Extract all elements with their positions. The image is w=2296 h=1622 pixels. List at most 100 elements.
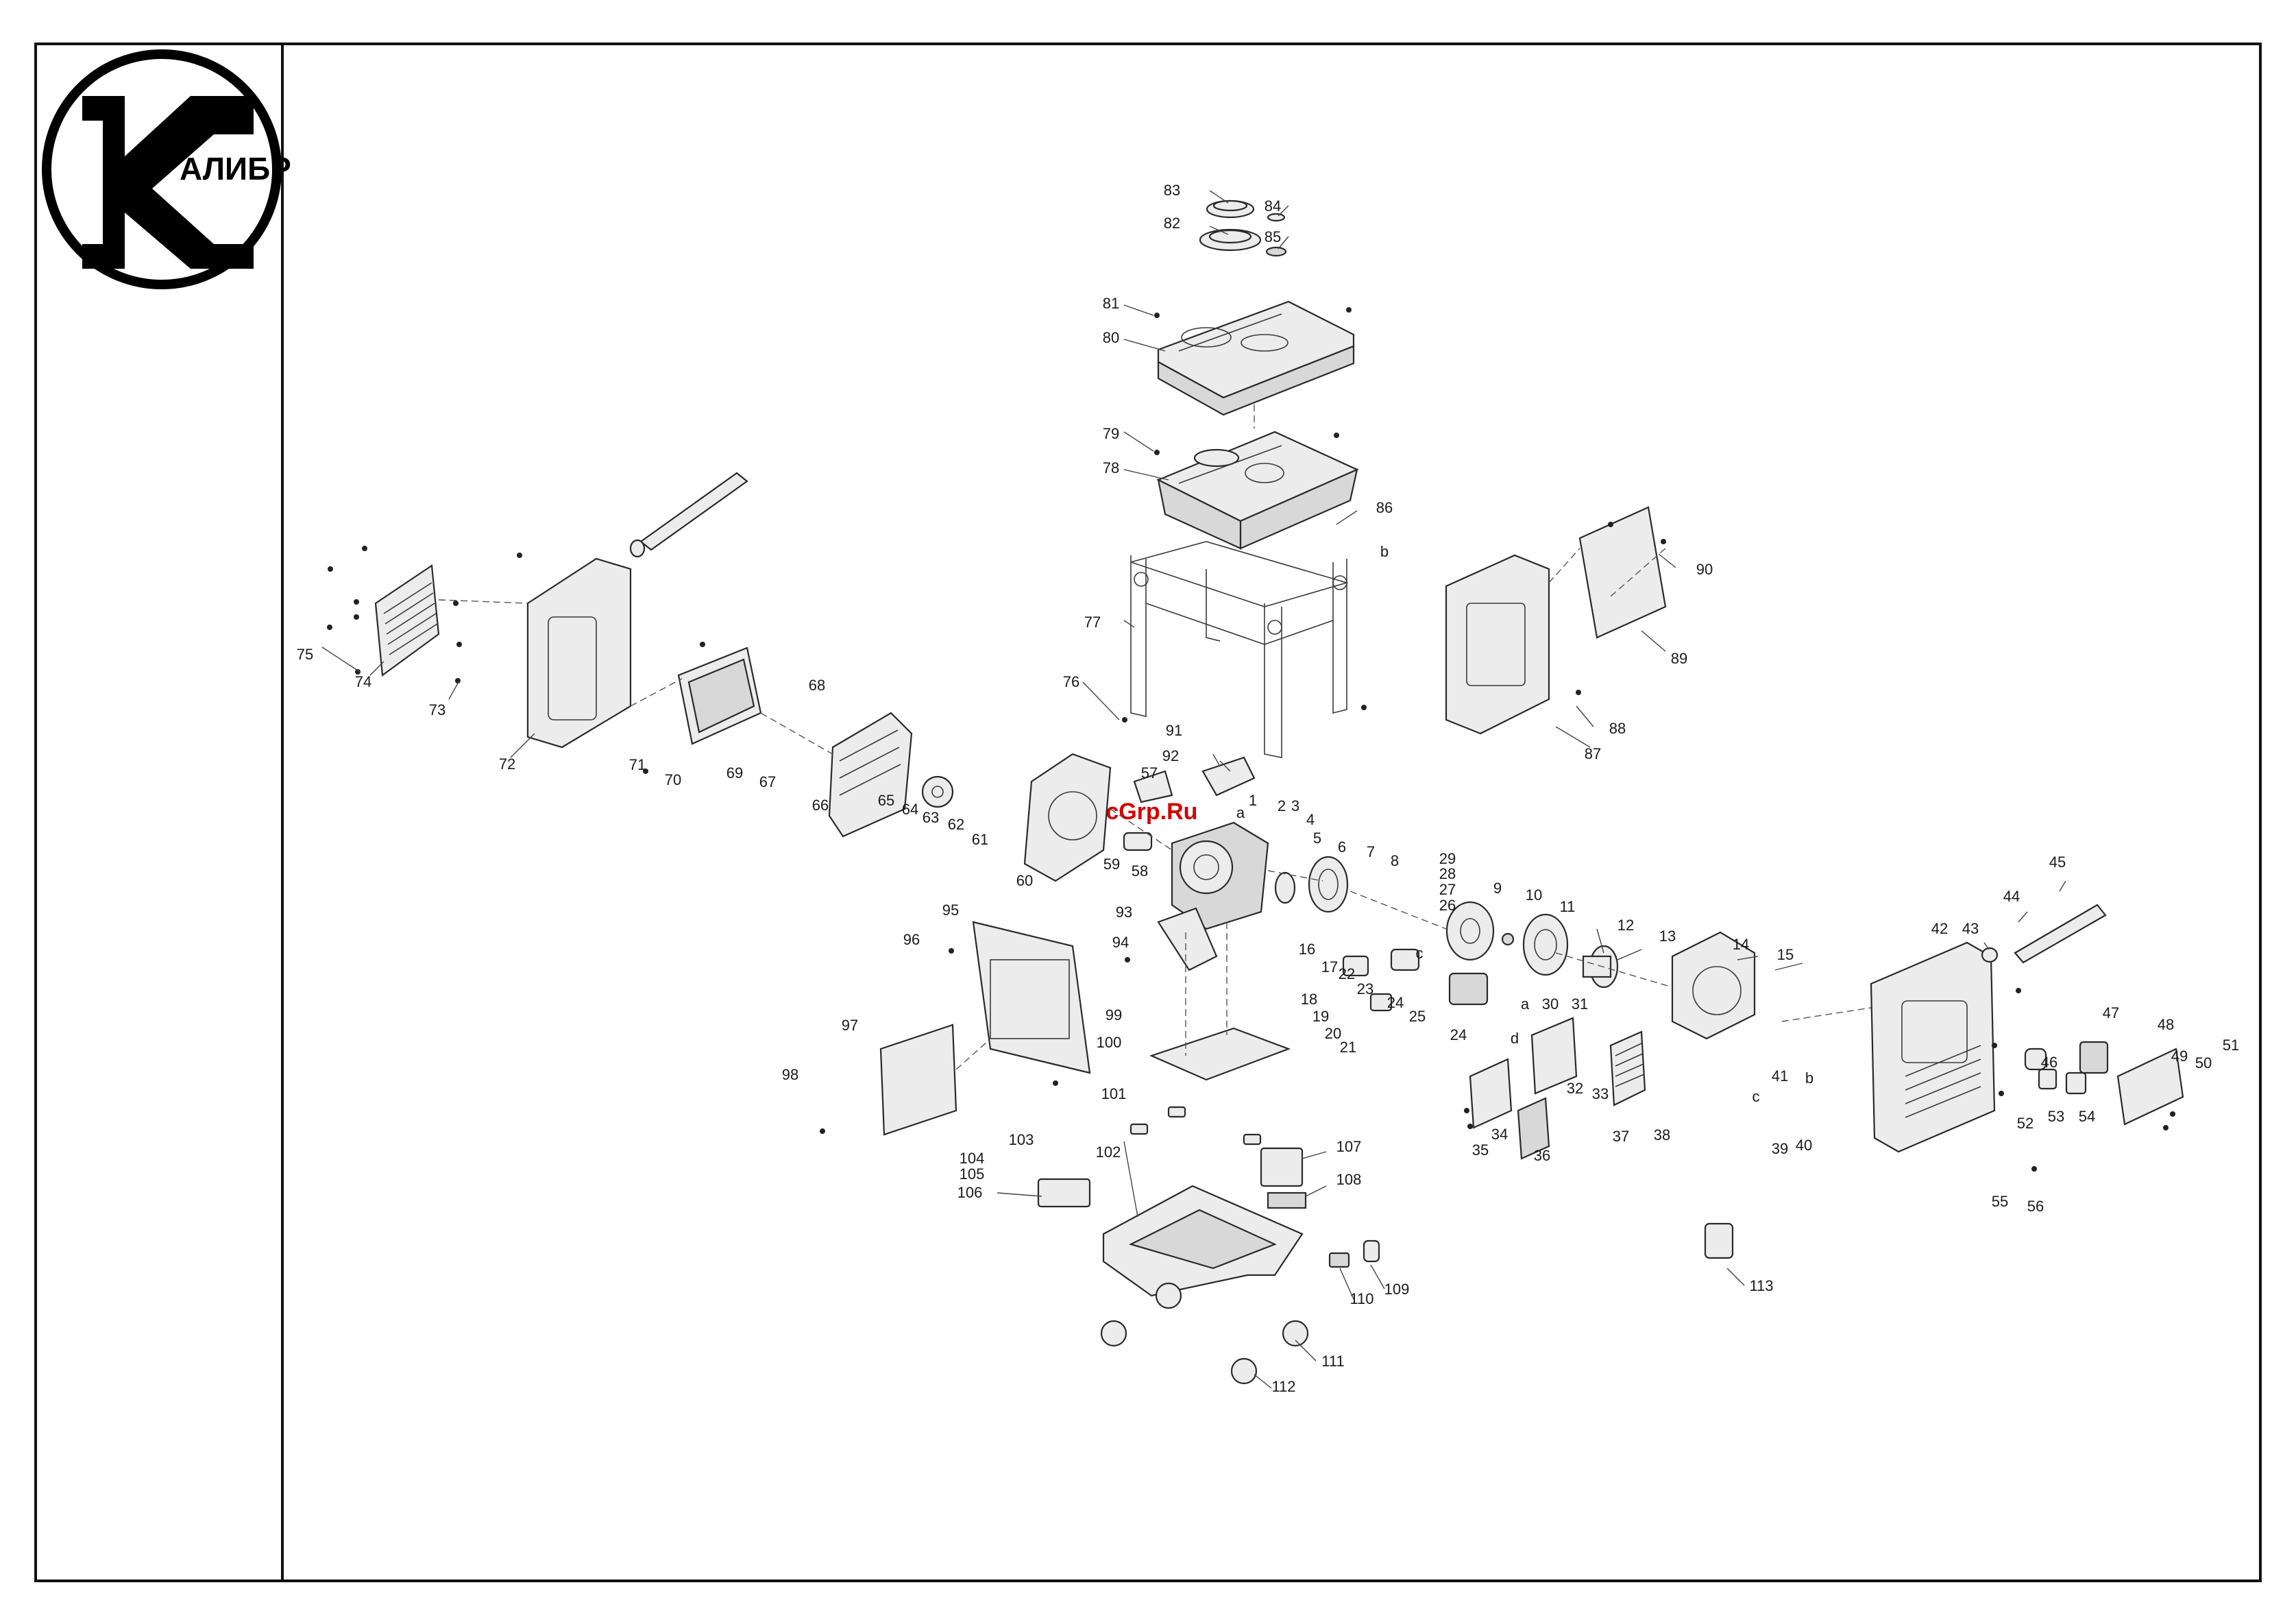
callout-17: 17 [1321, 958, 1338, 976]
callout-24a: 24 [1387, 994, 1404, 1011]
callout-69: 69 [726, 764, 743, 782]
callout-51: 51 [2223, 1037, 2239, 1054]
sheet-frame [34, 43, 2262, 1582]
callout-74: 74 [355, 673, 371, 690]
callout-21: 21 [1340, 1039, 1356, 1056]
kalibr-logo: АЛИБР [42, 49, 291, 289]
callout-32: 32 [1567, 1080, 1583, 1097]
callout-94: 94 [1112, 934, 1129, 951]
callout-105: 105 [960, 1165, 985, 1183]
callout-71: 71 [629, 756, 646, 773]
callout-107: 107 [1336, 1138, 1362, 1155]
callout-77: 77 [1084, 614, 1101, 631]
callout-84: 84 [1265, 197, 1281, 215]
connector-c-1: c [1416, 945, 1424, 962]
callout-103: 103 [1009, 1131, 1034, 1148]
callout-11: 11 [1560, 898, 1576, 915]
callout-2: 2 [1278, 797, 1286, 814]
callout-98: 98 [782, 1066, 798, 1083]
callout-12: 12 [1617, 917, 1634, 934]
connector-a-2: a [1521, 995, 1530, 1013]
callout-31: 31 [1572, 995, 1588, 1013]
callout-26: 26 [1439, 897, 1456, 914]
parts-drawing [374, 199, 2184, 1385]
callout-89: 89 [1671, 650, 1687, 667]
callout-54: 54 [2079, 1108, 2095, 1125]
callout-38: 38 [1654, 1126, 1670, 1143]
connector-c-2: c [1752, 1088, 1760, 1105]
screws [327, 307, 2175, 1172]
callout-47: 47 [2103, 1004, 2119, 1021]
callout-55: 55 [1992, 1193, 2008, 1210]
callout-35: 35 [1472, 1141, 1489, 1159]
callout-75: 75 [297, 646, 313, 663]
callout-5: 5 [1313, 830, 1321, 847]
callout-56: 56 [2027, 1198, 2044, 1215]
callout-42: 42 [1931, 920, 1948, 937]
callout-79: 79 [1103, 425, 1119, 442]
callout-14: 14 [1733, 936, 1749, 953]
callout-63: 63 [923, 809, 939, 826]
callout-33: 33 [1592, 1085, 1609, 1102]
callout-85: 85 [1265, 228, 1281, 245]
callout-4: 4 [1306, 811, 1315, 828]
callout-73: 73 [429, 701, 445, 718]
callout-104: 104 [960, 1150, 985, 1167]
connector-b-1: b [1380, 543, 1389, 560]
callout-66: 66 [812, 797, 829, 814]
callout-25: 25 [1409, 1008, 1426, 1025]
logo-text: АЛИБР [180, 151, 291, 186]
callout-8: 8 [1391, 852, 1399, 869]
callout-15: 15 [1777, 946, 1794, 963]
callout-44: 44 [2003, 888, 2020, 905]
callout-59: 59 [1103, 856, 1120, 873]
callout-18: 18 [1301, 991, 1317, 1008]
callout-72: 72 [499, 755, 515, 773]
callout-58: 58 [1132, 862, 1148, 880]
callout-36: 36 [1534, 1147, 1550, 1164]
callout-111: 111 [1321, 1353, 1344, 1370]
callout-52: 52 [2017, 1115, 2034, 1132]
connector-d: d [1511, 1030, 1519, 1047]
callout-64: 64 [902, 801, 918, 818]
callout-102: 102 [1096, 1143, 1121, 1161]
callout-112: 112 [1271, 1378, 1295, 1395]
callout-95: 95 [942, 901, 959, 919]
callout-9: 9 [1493, 880, 1502, 897]
callout-28: 28 [1439, 865, 1456, 882]
callout-39: 39 [1772, 1140, 1788, 1157]
callout-113: 113 [1749, 1277, 1773, 1294]
callout-68: 68 [809, 677, 825, 694]
callout-7: 7 [1367, 843, 1375, 860]
callout-43: 43 [1962, 920, 1979, 937]
callout-97: 97 [842, 1017, 858, 1034]
callout-99: 99 [1106, 1006, 1122, 1024]
callout-13: 13 [1659, 928, 1676, 945]
callout-108: 108 [1336, 1171, 1362, 1188]
callout-49: 49 [2171, 1048, 2188, 1065]
callout-80: 80 [1103, 329, 1119, 346]
callout-46: 46 [2041, 1054, 2057, 1071]
callout-91: 91 [1166, 722, 1182, 739]
callout-92: 92 [1162, 747, 1179, 764]
callout-34: 34 [1491, 1126, 1508, 1143]
connector-b-2: b [1805, 1069, 1813, 1087]
callout-50: 50 [2195, 1054, 2212, 1072]
callout-53: 53 [2048, 1108, 2064, 1125]
callout-93: 93 [1116, 904, 1132, 921]
callout-65: 65 [878, 792, 894, 809]
callout-100: 100 [1097, 1034, 1122, 1051]
callout-87: 87 [1585, 745, 1601, 762]
callout-82: 82 [1164, 215, 1180, 232]
callout-88: 88 [1609, 720, 1626, 737]
callout-57: 57 [1141, 764, 1158, 782]
callout-67: 67 [759, 773, 776, 790]
callout-3: 3 [1291, 797, 1299, 814]
callout-labels: 1 2 3 4 5 6 7 8 9 10 11 12 13 14 15 16 1… [297, 182, 2239, 1395]
leader-lines [321, 190, 2066, 1389]
connector-a-1: a [1236, 804, 1245, 821]
callout-110: 110 [1349, 1290, 1373, 1307]
callout-27: 27 [1439, 881, 1456, 898]
callout-29: 29 [1439, 850, 1456, 867]
